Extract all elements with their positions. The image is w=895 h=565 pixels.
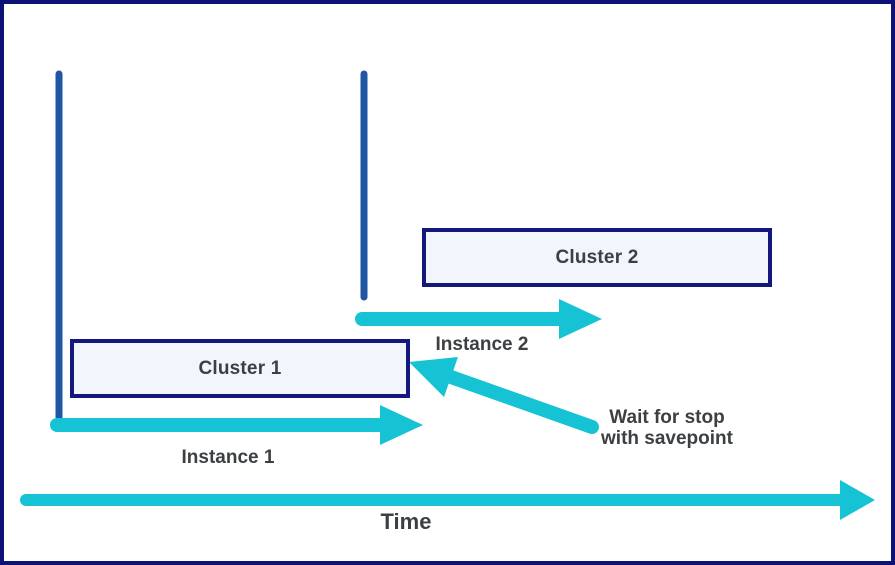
savepoint-arrow <box>409 357 599 434</box>
cluster-1-label: Cluster 1 <box>198 357 282 379</box>
cluster-1-box: Cluster 1 <box>70 339 410 398</box>
wait-for-stop-label-line2: with savepoint <box>601 428 733 449</box>
instance2-arrow <box>355 299 602 339</box>
wait-for-stop-label: Wait for stop with savepoint <box>582 407 752 449</box>
cluster-2-box: Cluster 2 <box>422 228 772 287</box>
savepoint-arrow-head <box>409 357 458 397</box>
time-axis-label: Time <box>380 509 432 534</box>
cluster-2-label: Cluster 2 <box>555 246 639 268</box>
time-arrow-head <box>840 480 875 520</box>
instance1-arrow <box>50 405 423 445</box>
instance-1-label: Instance 1 <box>181 447 275 468</box>
instance2-arrow-head <box>559 299 602 339</box>
savepoint-arrow-shaft <box>444 370 599 434</box>
wait-for-stop-label-line1: Wait for stop <box>609 407 725 428</box>
time-arrow <box>20 480 875 520</box>
instance-2-label: Instance 2 <box>435 334 529 355</box>
instance1-arrow-head <box>380 405 423 445</box>
diagram-shapes <box>20 70 875 520</box>
